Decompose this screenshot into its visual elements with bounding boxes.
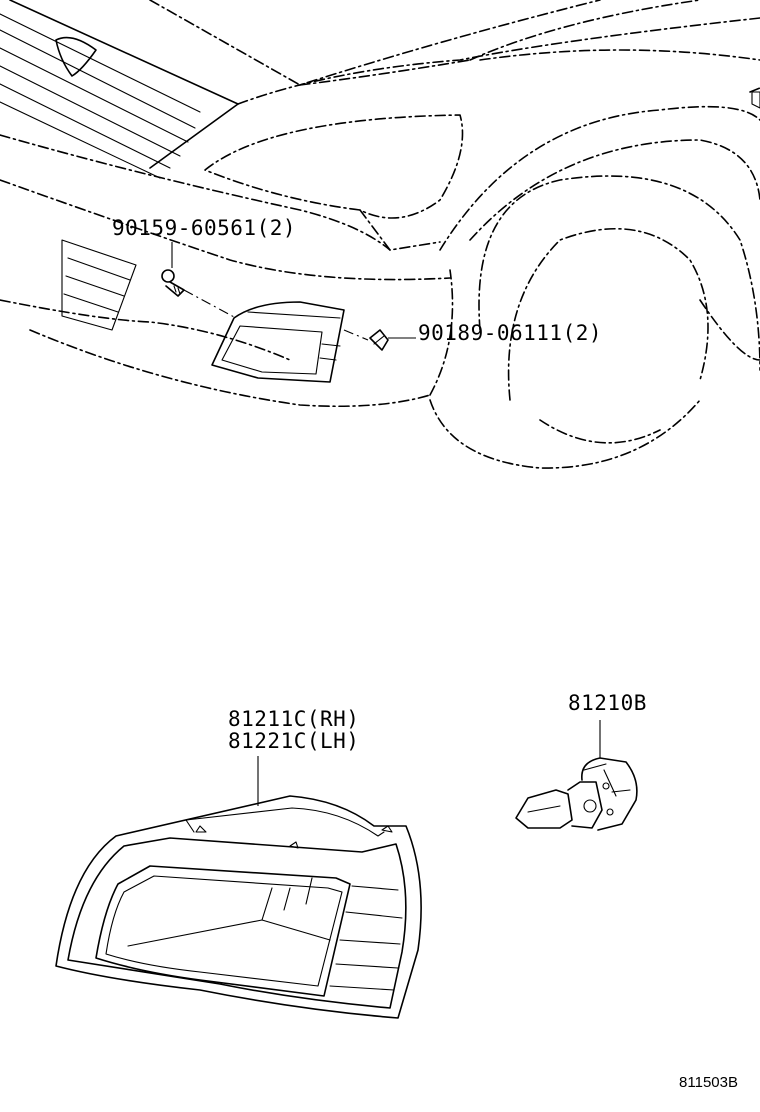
bulb-icon xyxy=(515,757,638,831)
emblem-icon xyxy=(55,36,97,77)
lower-intake xyxy=(61,239,137,331)
lamp-lh-part-number: 81221C(LH) xyxy=(228,729,360,753)
grille xyxy=(0,0,239,179)
screw-icon xyxy=(161,269,185,297)
clip-part-number: 90189-06111(2) xyxy=(418,321,603,345)
screw-part-number: 90159-60561(2) xyxy=(112,216,297,240)
lamp-rh-part-number: 81211C(RH) xyxy=(228,707,360,731)
car-front-outline xyxy=(0,0,760,469)
clip-icon xyxy=(369,329,389,351)
figure-code: 811503B xyxy=(679,1074,738,1091)
bulb-part-number: 81210B xyxy=(568,691,647,715)
side-lamp-detail xyxy=(55,756,422,1019)
front-wheel xyxy=(429,175,760,469)
bulb-detail xyxy=(515,720,638,831)
installed-side-lamp xyxy=(211,301,345,383)
